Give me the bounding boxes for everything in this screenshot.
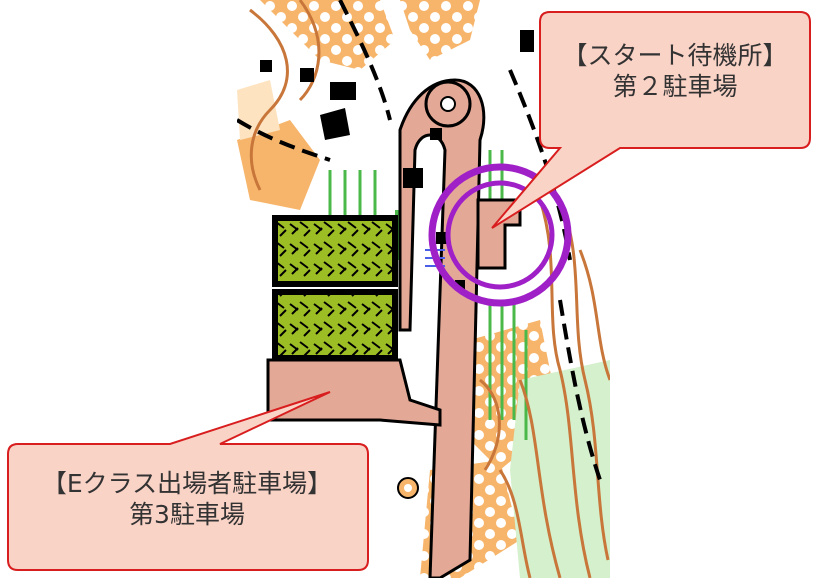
- undergrowth-area: [510, 360, 610, 578]
- callout-start-area: [491, 11, 811, 229]
- callout-start-line2: 第２駐車場: [612, 72, 738, 102]
- buildings: [260, 30, 534, 290]
- parking-lot-3: [266, 358, 442, 427]
- knoll-center: [404, 484, 412, 492]
- callout-e-text: 【Eクラス出場者駐車場】 第3駐車場: [12, 468, 362, 531]
- rough-open-land: [260, 0, 395, 70]
- callout-start-text: 【スタート待機所】 第２駐車場: [545, 40, 805, 103]
- start-symbol: [428, 163, 572, 307]
- paved-road: [398, 78, 486, 578]
- contours: [249, 0, 610, 578]
- callout-e-line1: 【Eクラス出場者駐車場】: [41, 469, 333, 498]
- roundabout-center: [440, 96, 456, 112]
- rough-open-land: [400, 0, 480, 60]
- callout-e-class-parking: [7, 391, 369, 571]
- callout-start-line1: 【スタート待機所】: [562, 41, 788, 70]
- callout-e-line2: 第3駐車場: [129, 500, 245, 530]
- field-upper: [272, 215, 398, 287]
- field-lower: [272, 289, 398, 361]
